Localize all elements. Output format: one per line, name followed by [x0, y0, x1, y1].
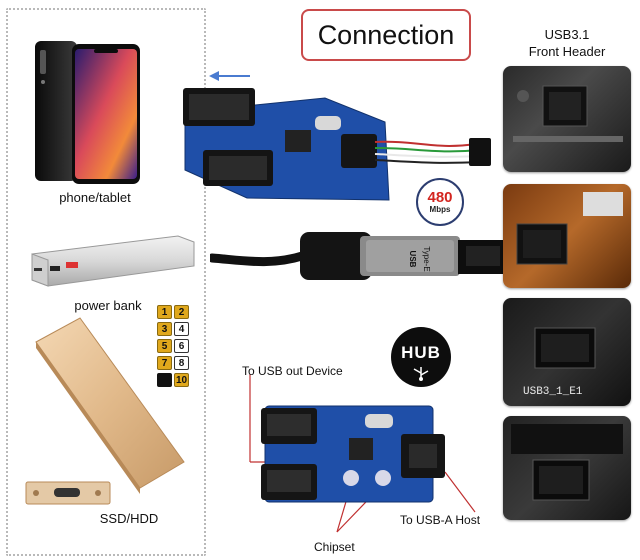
- pin-5: 5: [157, 339, 172, 353]
- ssd-enclosure-image: [35, 317, 185, 494]
- device-panel: [6, 8, 206, 556]
- motherboard-photo-2: [503, 184, 631, 288]
- connector-type-text: Type-E: [422, 246, 431, 271]
- usb-trident-icon: [413, 367, 429, 381]
- ssd-port-image: [25, 481, 111, 505]
- connection-title: Connection: [301, 9, 471, 61]
- hub-label: HUB: [401, 343, 441, 362]
- motherboard-photo-1: [503, 66, 631, 172]
- connector-usb-text: USB: [408, 251, 417, 268]
- phone-label: phone/tablet: [59, 190, 131, 205]
- usb-a-host-callout: To USB-A Host: [400, 513, 481, 527]
- pin-4: 4: [174, 322, 189, 336]
- pin-2: 2: [174, 305, 189, 319]
- power-bank-image: [31, 235, 195, 287]
- front-header-label: USB3.1 Front Header: [506, 26, 628, 60]
- pin-1: 1: [157, 305, 172, 319]
- hub-logo: HUB: [391, 327, 451, 387]
- header-label-line1: USB3.1: [544, 27, 590, 42]
- cable-image: Type-E USB: [210, 232, 504, 280]
- ssd-label: SSD/HDD: [99, 511, 159, 526]
- phone-image: [35, 41, 140, 184]
- power-bank-label: power bank: [74, 298, 142, 313]
- usb-out-callout: To USB out Device: [242, 364, 343, 378]
- pin-10: 10: [174, 373, 189, 387]
- pin-6: 6: [174, 339, 189, 353]
- pin-7: 7: [157, 356, 172, 370]
- pin-3: 3: [157, 322, 172, 336]
- pin-9-key: [157, 373, 172, 387]
- speed-badge: 480 Mbps: [416, 178, 464, 226]
- pin-8: 8: [174, 356, 189, 370]
- chipset-callout: Chipset: [314, 540, 355, 554]
- speed-value: 480: [427, 189, 453, 206]
- speed-unit: Mbps: [429, 205, 451, 214]
- bottom-board-diagram: [249, 374, 476, 533]
- silkscreen-text: USB3_1_E1: [523, 386, 583, 398]
- motherboard-photo-4: [503, 416, 631, 520]
- top-adapter-image: [183, 71, 491, 201]
- header-label-line2: Front Header: [528, 44, 606, 59]
- motherboard-photo-3: USB3_1_E1: [503, 298, 631, 406]
